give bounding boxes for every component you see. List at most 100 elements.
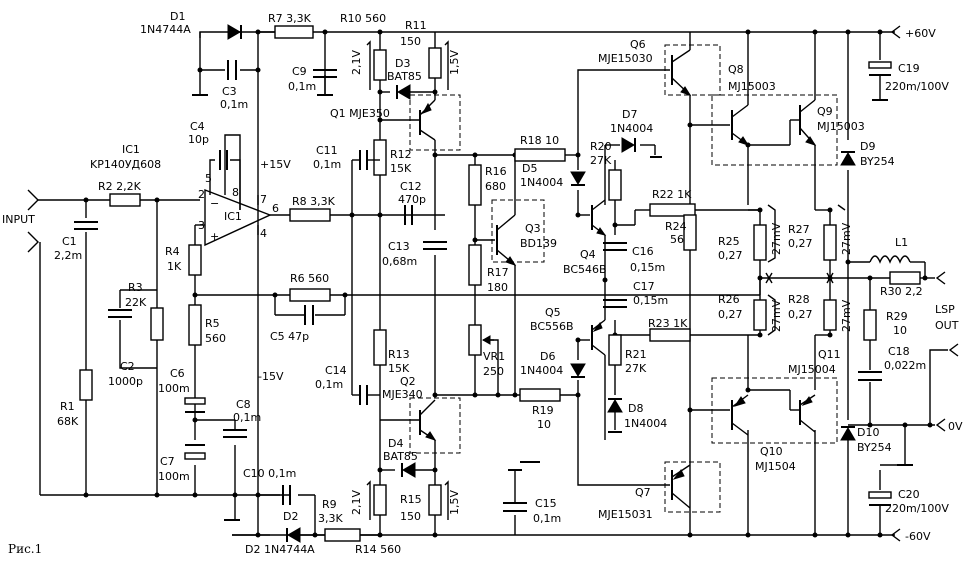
label-r2: R2 2,2K [98,180,142,193]
transistor-q6 [664,44,721,96]
label-lsp: LSP [935,303,955,316]
label-pin-2: 2 [198,188,205,201]
label-d3: D3 [395,57,410,70]
resistor-r4 [188,244,202,276]
resistors [79,25,921,542]
resistor-r22 [649,203,696,217]
label-c1-value: 2,2m [54,249,82,262]
label-d3-value: BAT85 [387,70,422,83]
label-d10: D10 [857,426,879,439]
label-q9: Q9 [817,105,833,118]
label-plus60v: +60V [905,27,936,40]
label-r4-value: 1K [167,260,182,273]
junction-dots [83,29,933,538]
label-c7-value: 100m [158,470,190,483]
resistor-r16 [468,164,482,206]
capacitor-c19 [868,61,892,69]
label-r7: R7 3,3K [268,12,312,25]
svg-text:−: − [210,197,219,210]
label-r28-value: 0,27 [788,308,813,321]
resistor-r13 [373,329,387,366]
diode-d6 [570,363,586,377]
label-q5-value: BC556B [530,320,574,333]
label-c18-value: 0,022m [884,359,926,372]
resistor-r26 [753,299,767,331]
transistor-q4 [591,199,607,236]
transistors [409,44,838,513]
label-pin-8: 8 [232,186,239,199]
resistor-r1 [79,369,93,401]
diode-d3 [397,84,411,100]
label-c3-value: 0,1m [220,98,248,111]
resistor-r18 [514,148,566,162]
label-q5: Q5 [545,306,561,319]
figure-caption: Рис.1 [8,542,42,556]
label-r19: R19 [532,404,554,417]
label-r30: R30 2,2 [880,285,923,298]
label-c3: C3 [222,85,237,98]
label-q6-value: MJE15030 [598,52,653,65]
resistor-r24 [683,214,697,251]
label-d5: D5 [522,162,537,175]
label-q2-value: MJE340 [382,388,423,401]
diode-d7 [621,137,635,153]
resistor-r3 [150,307,164,341]
label-r21: R21 [625,348,647,361]
label-27mv-b: 27mV [840,222,853,255]
label-d2-value: D2 1N4744A [245,543,315,556]
label-c1: C1 [62,235,77,248]
label-minus60v: -60V [905,530,931,543]
label-c7: C7 [160,455,175,468]
label-c14-value: 0,1m [315,378,343,391]
label-q1: Q1 MJE350 [330,107,390,120]
label-c20: C20 [898,488,920,501]
resistor-r12 [373,139,387,176]
diode-d4 [402,462,416,478]
label-c14: C14 [325,364,347,377]
transistor-q3 [491,199,545,266]
diode-d2 [287,527,301,543]
label-vr1-value: 250 [483,365,504,378]
label-r1-value: 68K [57,415,79,428]
label-r3: R3 [128,281,143,294]
resistor-r6 [289,288,331,302]
label-c4: C4 [190,120,205,133]
label-c17-value: 0,15m [633,294,668,307]
label-r25: R25 [718,235,740,248]
resistor-r27 [823,224,837,261]
label-ic1-value: KP140УД608 [90,158,161,171]
label-r5-value: 560 [205,332,226,345]
label-c9-value: 0,1m [288,80,316,93]
label-vr1: VR1 [483,350,505,363]
label-r21-value: 27K [625,362,647,375]
transistor-q2 [409,397,461,454]
diodes [227,24,856,543]
label-c13-value: 0,68m [382,255,417,268]
label-r14: R14 560 [355,543,401,556]
ground-symbols [192,94,913,521]
label-r1: R1 [60,400,75,413]
resistor-r28 [823,299,837,331]
label-r23: R23 1K [648,317,688,330]
diode-d1 [227,24,241,40]
label-c2-value: 1000p [108,375,143,388]
label-r9: R9 [322,498,337,511]
label-voltage-21-top: 2,1V [350,50,363,75]
label-q4-value: BC546B [563,263,607,276]
label-c15-value: 0,1m [533,512,561,525]
label-d4-value: BAT85 [383,450,418,463]
label-q3: Q3 [525,222,541,235]
label-voltage-15-top: 1,5V [448,50,461,75]
diode-d8 [607,399,623,413]
label-r12: R12 [390,148,412,161]
label-c16-value: 0,15m [630,261,665,274]
label-r27-value: 0,27 [788,237,813,250]
label-q7-value: MJE15031 [598,508,653,521]
label-c11-value: 0,1m [313,158,341,171]
label-r24-value: 56 [670,233,684,246]
resistor-r17 [468,244,482,286]
label-r13-value: 15K [388,362,410,375]
label-q11: Q11 [818,348,841,361]
label-r11: R11 [405,19,427,32]
transistor-q9 [799,99,817,146]
